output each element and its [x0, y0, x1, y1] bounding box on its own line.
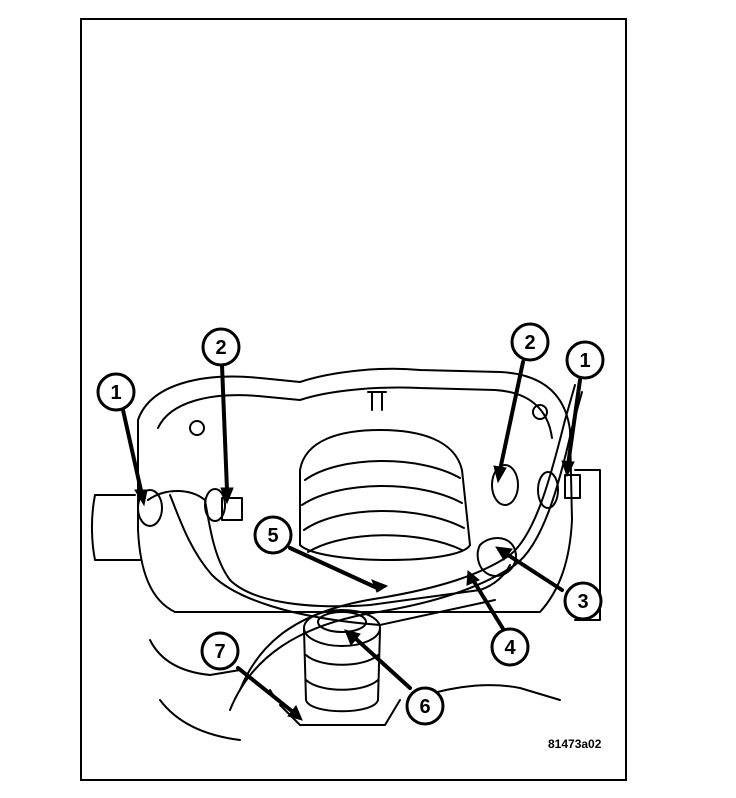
- arrow-7: [287, 705, 303, 721]
- upper-control-arm-inner: [169, 494, 496, 626]
- callout-circle-4: [490, 627, 530, 667]
- callout-circle-5: [253, 515, 293, 555]
- leader-1a: [121, 408, 144, 497]
- upper-control-arm: [147, 490, 511, 608]
- arrow-1b: [561, 460, 575, 478]
- callout-label-3: 3: [577, 591, 588, 613]
- callout-circle-1a: [96, 372, 136, 412]
- callout-label-4: 4: [504, 637, 516, 659]
- left-frame-rail: [90, 494, 141, 561]
- arrow-6: [344, 629, 361, 646]
- brake-line: [239, 384, 576, 691]
- leader-2b: [498, 360, 525, 472]
- callout-circle-1b: [565, 340, 605, 380]
- leader-2a: [220, 363, 229, 492]
- jounce-bumper-top: [303, 609, 381, 647]
- leader-6: [353, 636, 412, 690]
- arrow-2a: [220, 487, 234, 505]
- callout-label-2b: 2: [524, 332, 535, 354]
- frame-crossmember: [137, 367, 573, 613]
- arrow-2b: [493, 465, 507, 484]
- jounce-bumper-body: [303, 629, 381, 713]
- leader-4: [471, 578, 507, 634]
- callout-label-5: 5: [267, 525, 278, 547]
- pivot-bushing-right-2: [537, 471, 559, 509]
- callout-circle-6: [405, 686, 445, 726]
- jounce-bumper-rings: [305, 654, 379, 691]
- jounce-bumper-cap: [317, 611, 367, 633]
- ball-joint: [476, 537, 517, 577]
- arrow-3: [495, 546, 513, 561]
- pivot-bolt-right: [564, 474, 581, 499]
- frame-bolt-right: [532, 404, 548, 420]
- coil-spring: [301, 460, 465, 553]
- figure-frame: [80, 18, 627, 781]
- frame-inner-outline: [157, 386, 553, 439]
- figure-id: 81473a02: [548, 737, 602, 751]
- callout-circle-7: [200, 631, 240, 671]
- callout-circle-2a: [201, 327, 241, 367]
- callout-label-1b: 1: [579, 350, 590, 372]
- top-stud: [367, 391, 387, 411]
- callout-label-6: 6: [419, 696, 430, 718]
- arrow-1a: [134, 489, 148, 507]
- pivot-bolt-left: [221, 497, 243, 521]
- leader-1b: [566, 378, 582, 467]
- frame-bolt-left: [189, 420, 205, 436]
- leader-5: [288, 546, 377, 589]
- arrow-5: [371, 579, 389, 593]
- leader-7: [236, 666, 295, 714]
- callout-label-2a: 2: [215, 337, 226, 359]
- pivot-bushing-right: [491, 464, 519, 506]
- pivot-bushing-left-2: [204, 488, 226, 522]
- callout-circle-2b: [510, 322, 550, 362]
- coil-spring-housing: [299, 429, 471, 561]
- arrow-4: [466, 570, 480, 586]
- callout-label-1a: 1: [110, 382, 121, 404]
- callout-label-7: 7: [214, 641, 225, 663]
- callout-circle-3: [563, 581, 603, 621]
- brake-line-2: [229, 391, 583, 711]
- pivot-bushing-left: [137, 489, 163, 527]
- leader-3: [503, 551, 564, 592]
